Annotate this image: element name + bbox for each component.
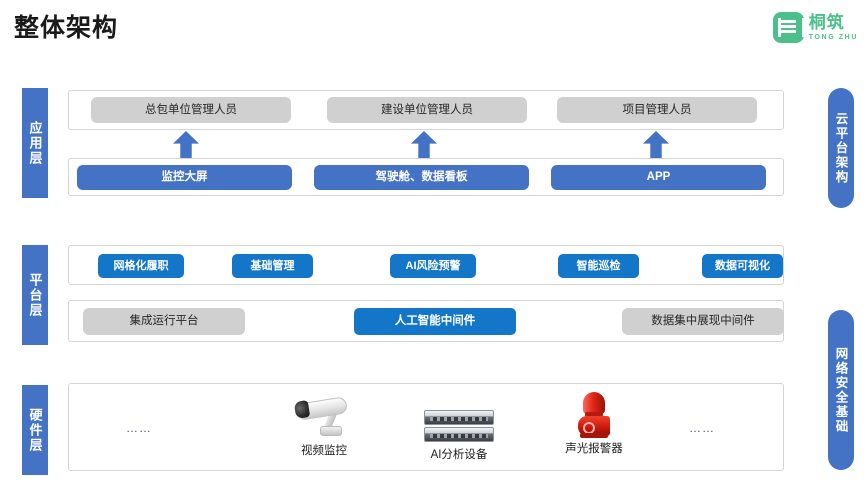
middleware-box-ai-middleware[interactable]: 人工智能中间件	[354, 308, 516, 335]
hardware-devices-panel: …… 视频监控 AI分析设备	[68, 383, 784, 471]
hardware-ellipsis-right: ……	[689, 421, 715, 435]
role-box-construction-unit[interactable]: 建设单位管理人员	[327, 97, 527, 123]
tongzhu-logo-icon	[772, 12, 805, 43]
capability-pill-grid-duty[interactable]: 网格化履职	[98, 254, 184, 278]
hardware-device-alarm[interactable]: 声光报警器	[547, 392, 641, 456]
application-roles-panel: 总包单位管理人员 建设单位管理人员 项目管理人员	[68, 90, 784, 130]
alarm-siren-icon	[547, 392, 641, 438]
entry-box-cockpit-dashboard[interactable]: 驾驶舱、数据看板	[314, 165, 529, 190]
brand-logo: 桐筑 TONG ZHU	[772, 12, 858, 43]
capability-pill-ai-risk-warning[interactable]: AI风险预警	[390, 254, 476, 278]
hardware-ellipsis-left: ……	[126, 421, 152, 435]
entry-box-monitoring-screen[interactable]: 监控大屏	[77, 165, 292, 190]
role-box-general-contractor[interactable]: 总包单位管理人员	[91, 97, 291, 123]
logo-name-cn: 桐筑	[808, 13, 845, 32]
middleware-box-integrated-platform[interactable]: 集成运行平台	[83, 308, 245, 335]
application-entries-panel: 监控大屏 驾驶舱、数据看板 APP	[68, 158, 784, 196]
arrow-up-center	[411, 131, 437, 159]
sidebar-label-hardware-layer: 硬件层	[22, 385, 48, 475]
hardware-device-server[interactable]: AI分析设备	[409, 398, 509, 462]
middleware-box-data-display-middleware[interactable]: 数据集中展现中间件	[622, 308, 784, 335]
arrow-up-left	[173, 131, 199, 159]
capability-pill-data-visualization[interactable]: 数据可视化	[702, 254, 783, 278]
hardware-label-alarm: 声光报警器	[565, 443, 623, 455]
hardware-device-camera[interactable]: 视频监控	[279, 394, 369, 458]
logo-name-en: TONG ZHU	[808, 34, 858, 41]
hardware-label-server: AI分析设备	[430, 449, 488, 461]
capability-pill-basic-management[interactable]: 基础管理	[232, 254, 313, 278]
server-icon	[409, 398, 509, 444]
camera-icon	[279, 394, 369, 440]
arrow-up-right	[643, 131, 669, 159]
hardware-label-camera: 视频监控	[301, 445, 347, 457]
logo-text: 桐筑 TONG ZHU	[809, 14, 858, 41]
side-label-network-security-foundation: 网络安全基础	[828, 310, 854, 470]
capability-pill-smart-inspection[interactable]: 智能巡检	[558, 254, 639, 278]
platform-middleware-panel: 集成运行平台 人工智能中间件 数据集中展现中间件	[68, 300, 784, 342]
sidebar-label-platform-layer: 平台层	[22, 245, 48, 345]
entry-box-app[interactable]: APP	[551, 165, 766, 190]
role-box-project-manager[interactable]: 项目管理人员	[557, 97, 757, 123]
page-title: 整体架构	[14, 14, 119, 42]
side-label-cloud-platform-architecture: 云平台架构	[828, 88, 854, 208]
sidebar-label-application-layer: 应用层	[22, 88, 48, 198]
